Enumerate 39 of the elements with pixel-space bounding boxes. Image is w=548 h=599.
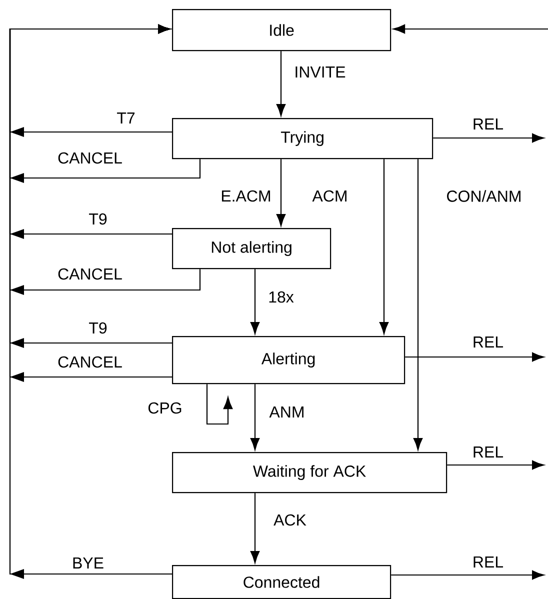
edge-label: T9 [89, 213, 107, 225]
state-box: Idle [172, 9, 392, 52]
arrow [250, 493, 260, 564]
edge-label: ACK [274, 514, 306, 526]
arrow [413, 159, 423, 450]
arrow [447, 460, 544, 470]
edge-label: CANCEL [58, 268, 122, 280]
edge-label: CPG [148, 402, 182, 414]
arrow [250, 269, 260, 334]
edge-label: CON/ANM [447, 190, 520, 202]
state-box: Trying [172, 118, 434, 160]
edge-label: T9 [89, 322, 107, 334]
arrow [250, 384, 260, 450]
arrow [206, 384, 233, 425]
edge-label: ANM [269, 406, 304, 418]
state-box: Waiting for ACK [172, 452, 448, 494]
edge-label: REL [474, 336, 504, 348]
edge-label: CANCEL [58, 356, 122, 368]
arrow [379, 159, 389, 334]
edge-label: REL [474, 118, 504, 130]
arrow [392, 24, 548, 34]
edge-label: CANCEL [58, 152, 122, 164]
edge-label: INVITE [296, 66, 346, 78]
edge-label: BYE [73, 558, 104, 568]
edge-label: T7 [117, 112, 135, 124]
arrow [405, 352, 544, 362]
edge-label: REL [474, 556, 504, 568]
state-box: Connected [172, 565, 392, 599]
edge-label: E.ACM [222, 190, 270, 202]
arrow [391, 570, 544, 580]
edge-label: REL [474, 446, 504, 458]
arrow [276, 159, 286, 226]
edge-label: ACM [312, 190, 346, 202]
state-box: Not alerting [172, 228, 332, 270]
state-box: Alerting [172, 336, 406, 384]
arrow [433, 133, 544, 143]
arrow [9, 24, 172, 579]
edge-label: 18x [269, 291, 294, 303]
arrow [276, 51, 286, 116]
